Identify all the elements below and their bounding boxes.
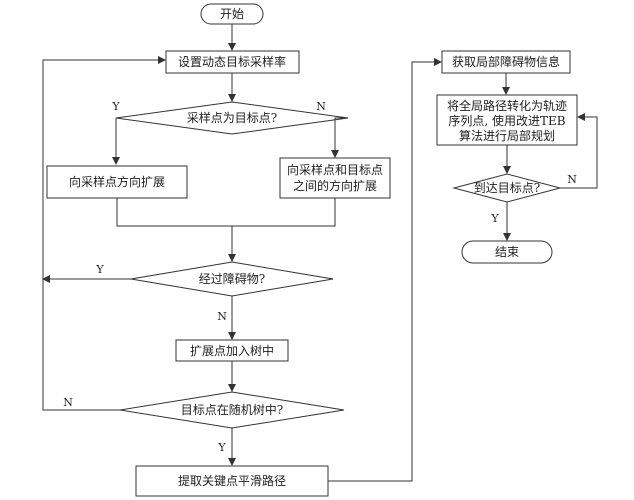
expand-between-label-1: 向采样点和目标点 [287, 162, 383, 177]
extract-path-box [135, 465, 329, 497]
arrow-is-target-no [331, 117, 348, 158]
set-sampling-rate-label: 设置动态目标采样率 [178, 54, 286, 69]
pass-obstacle-no-label: N [217, 310, 227, 323]
expand-to-sample-box [46, 165, 188, 199]
convert-path-box [436, 94, 578, 146]
is-target-no-label: N [316, 100, 326, 113]
get-local-obstacle-label: 获取局部障碍物信息 [452, 54, 560, 69]
arrow-target-in-tree-no-loop [42, 56, 166, 411]
expand-between-label-2: 之间的方向扩展 [293, 178, 377, 193]
convert-label-3: 算法进行局部规划 [459, 128, 555, 143]
pass-obstacle-label: 经过障碍物? [199, 271, 265, 286]
reach-target-label: 到达目标点? [474, 181, 540, 195]
expand-to-sample-label: 向采样点方向扩展 [69, 174, 165, 189]
reach-target-yes-label: Y [490, 212, 499, 225]
target-in-tree-yes-label: Y [217, 441, 226, 454]
end-label: 结束 [495, 245, 519, 259]
reach-target-no-label: N [567, 173, 577, 186]
pass-obstacle-yes-label: Y [95, 263, 104, 276]
target-in-tree-label: 目标点在随机树中? [181, 402, 283, 417]
arrow-reach-target-no-loop [560, 113, 598, 189]
is-target-yes-label: Y [111, 100, 120, 113]
end-terminal [461, 240, 553, 264]
add-to-tree-label: 扩展点加入树中 [190, 343, 274, 358]
convert-label-2: 序列点, 使用改进TEB [448, 113, 565, 128]
is-target-label: 采样点为目标点? [187, 110, 277, 125]
convert-label-1: 将全局路径转化为轨迹 [447, 98, 567, 113]
extract-path-label: 提取关键点平滑路径 [178, 473, 286, 488]
is-target-decision [115, 101, 349, 135]
target-in-tree-no-label: N [63, 396, 73, 409]
merge-line [116, 198, 336, 227]
arrow-extract-to-local [328, 58, 442, 482]
start-label: 开始 [220, 7, 244, 21]
